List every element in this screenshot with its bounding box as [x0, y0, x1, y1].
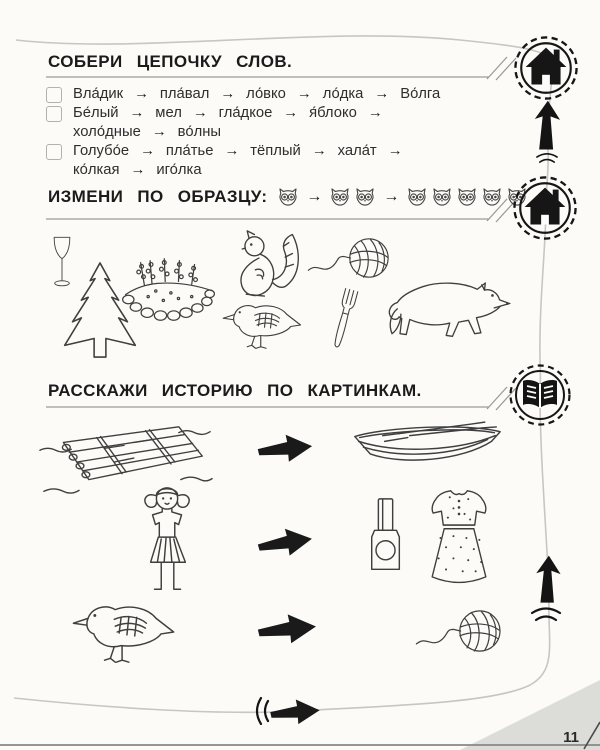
bottom-right-arrow-icon: [267, 696, 323, 728]
home-icon: [513, 35, 579, 101]
owl-icon: [408, 188, 426, 206]
picture-crow: [68, 596, 182, 668]
chain-word: во́лны: [177, 124, 222, 140]
arrow-icon: →: [192, 105, 208, 121]
picture-flowerbed: [118, 255, 220, 325]
chain-line: Бе́лый → мел → гла́дкое → я́блоко →: [73, 104, 524, 123]
chain-word: иго́лка: [156, 162, 202, 178]
section-title-chain: СОБЕРИ ЦЕПОЧКУ СЛОВ.: [48, 52, 293, 71]
section-header-pattern: ИЗМЕНИ ПО ОБРАЗЦУ: →→: [48, 186, 528, 208]
chain-line: Голубо́е → пла́тье → тёплый → хала́т →: [73, 142, 524, 161]
book-icon: [508, 363, 572, 427]
picture-girl: [131, 483, 205, 597]
picture-yarn-ball: [306, 232, 392, 284]
chain-checkbox[interactable]: [46, 87, 62, 103]
chain-word: ло́вко: [246, 86, 286, 102]
bounce-marks-icon: [528, 606, 564, 624]
owl-group: [277, 186, 299, 208]
chain-line: Вла́дик → пла́вал → ло́вко → ло́дка → Во́лга: [73, 85, 524, 104]
picture-nail-polish-bottle: [365, 496, 407, 576]
chain-line: холо́дные → во́лны: [73, 123, 524, 142]
heading-rules: [46, 76, 489, 408]
picture-rowboat: [350, 419, 504, 483]
arrow-icon: →: [134, 86, 149, 102]
word-chain-row: Голубо́е→пла́тье→тёплый→хала́т→ко́лкая→и…: [46, 142, 524, 180]
owl-group: [329, 186, 376, 208]
up-arrow-icon: [530, 99, 564, 153]
picture-wolf: [384, 264, 512, 350]
bounce-marks-icon: [534, 152, 560, 165]
chain-word: мел: [155, 105, 182, 121]
owl-icon: [356, 188, 374, 206]
chain-word: пла́вал: [159, 86, 210, 102]
owl-icon: [483, 188, 501, 206]
chain-word: я́блоко: [309, 105, 357, 121]
chain-word: холо́дные: [73, 124, 141, 140]
chain-word: Вла́дик: [73, 86, 124, 102]
owl-sequence: →→: [277, 186, 528, 208]
arrow-icon: →: [220, 86, 236, 102]
chain-word: гла́дкое: [218, 105, 273, 121]
picture-polka-dot-dress: [422, 486, 496, 590]
up-arrow-icon: [531, 554, 565, 606]
section-title-pattern: ИЗМЕНИ ПО ОБРАЗЦУ:: [48, 187, 268, 206]
word-chain-row: Бе́лый → мел → гла́дкое → я́блоко → холо́дные → во…: [46, 104, 524, 142]
chain-word: ло́дка: [322, 86, 364, 102]
story-arrow-icon: [255, 609, 320, 648]
section-title-story: РАССКАЖИ ИСТОРИЮ ПО КАРТИНКАМ.: [48, 381, 422, 400]
arrow-icon: →: [367, 105, 383, 121]
arrow-icon: →: [129, 105, 145, 121]
arrow-icon: →: [283, 105, 299, 121]
arrow-icon: →: [311, 143, 327, 159]
heading-rule-slashes: [486, 56, 517, 411]
chain-checkbox[interactable]: [46, 106, 62, 122]
corner-triangle: [460, 680, 600, 750]
arrow-icon: →: [383, 188, 400, 205]
page-number-slash: [583, 721, 600, 750]
owl-icon: [458, 188, 476, 206]
arrow-icon: →: [130, 162, 146, 178]
chain-word: Голубо́е: [73, 143, 130, 159]
arrow-icon: →: [140, 143, 155, 159]
owl-icon: [331, 188, 349, 206]
story-arrow-icon: [255, 431, 315, 467]
owl-group: [406, 186, 528, 208]
home-icon: [512, 175, 578, 241]
arrow-icon: →: [151, 124, 167, 140]
arrow-icon: →: [387, 143, 403, 159]
chain-word: Во́лга: [400, 86, 441, 102]
owl-icon: [433, 188, 451, 206]
chain-line: ко́лкая → иго́лка: [73, 161, 524, 180]
chain-word: ко́лкая: [73, 162, 120, 178]
arrow-icon: →: [306, 188, 323, 205]
word-chain-row: Вла́дик → пла́вал → ло́вко → ло́дка → Во́лга: [46, 85, 524, 104]
chain-word: Бе́лый: [73, 105, 119, 121]
chain-checkbox[interactable]: [46, 144, 62, 160]
arrow-icon: →: [296, 86, 312, 102]
chain-word: пла́тье: [165, 143, 214, 159]
owl-icon: [279, 188, 297, 206]
chain-word: тёплый: [250, 143, 301, 159]
chain-word: хала́т: [337, 143, 377, 159]
picture-bird: [221, 294, 305, 356]
arrow-icon: →: [224, 143, 240, 159]
arrow-icon: →: [374, 86, 390, 102]
page-number: 11: [563, 729, 579, 746]
picture-yarn-ball-2: [414, 599, 504, 663]
